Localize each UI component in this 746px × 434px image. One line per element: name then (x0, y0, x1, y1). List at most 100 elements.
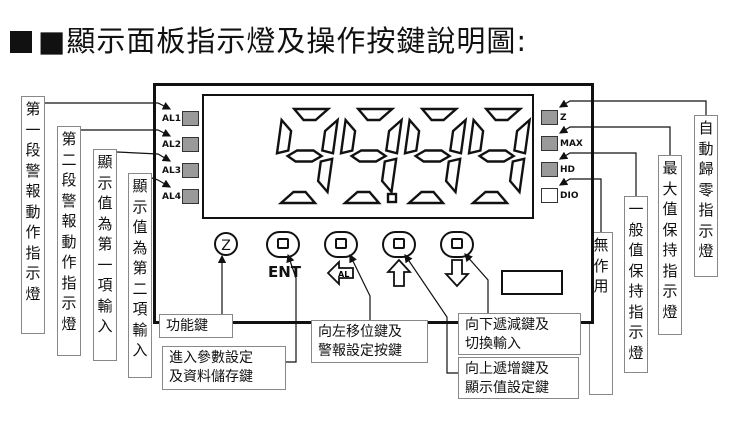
vertical-char: 指 (628, 302, 644, 321)
led-hd (541, 162, 558, 177)
vertical-char: 一 (25, 120, 41, 139)
vertical-char: 值 (628, 241, 644, 259)
vertical-char: 第 (25, 100, 41, 118)
led-al1 (182, 111, 199, 126)
segment-c (380, 157, 398, 195)
segment-d (469, 190, 510, 205)
segment-c (316, 157, 334, 195)
right-label-hd: 一般值保持指示燈 (624, 196, 648, 373)
vertical-char: 入 (132, 341, 148, 359)
vertical-char: 作 (25, 223, 41, 241)
enter-button[interactable] (266, 231, 300, 258)
callout-text: 警報設定按鍵 (318, 343, 402, 359)
right-label-max: 最大值保持指示燈 (658, 155, 682, 335)
vertical-char: 持 (628, 282, 644, 300)
callout-text: 及資料儲存鍵 (169, 369, 253, 385)
button-key-icon (335, 238, 347, 249)
segment-f (339, 117, 357, 155)
up-arrow-icon (386, 258, 412, 287)
vertical-char: 段 (61, 171, 77, 189)
vertical-char: 保 (628, 261, 644, 280)
vertical-char: 保 (662, 220, 678, 239)
vertical-char: 作 (61, 253, 77, 271)
segment-a (419, 107, 460, 122)
vertical-char: 第 (97, 235, 113, 253)
button-key-icon (277, 238, 289, 249)
vertical-char: 二 (61, 150, 77, 169)
vertical-char: 持 (662, 241, 678, 259)
vertical-char: 值 (662, 200, 678, 218)
vertical-char: 指 (25, 243, 41, 262)
vertical-char: 示 (628, 323, 644, 341)
segment-c (444, 157, 462, 195)
diagram-title: ■顯示面板指示燈及操作按鍵說明圖: (10, 18, 527, 60)
vertical-char: 燈 (662, 302, 678, 321)
button-key-icon (393, 238, 405, 249)
display-digits (275, 107, 532, 205)
callout-down: 向下遞減鍵及切換輸入 (458, 313, 581, 355)
vertical-char: 燈 (25, 284, 41, 303)
segment-g (413, 149, 452, 163)
led-z (541, 110, 558, 125)
vertical-char: 輸 (132, 320, 148, 339)
down-arrow-icon (444, 259, 470, 288)
indicator-label-al4: AL4 (162, 192, 181, 202)
indicator-label-dio: DIO (560, 191, 579, 201)
vertical-char: 示 (25, 264, 41, 282)
front-panel: AL1 AL2 AL3 AL4 Z MAX HD DIO Z ENT AL (153, 83, 594, 324)
vertical-char: 第 (61, 130, 77, 148)
vertical-char: 值 (132, 218, 148, 236)
vertical-char: 示 (662, 282, 678, 300)
vertical-char: 段 (25, 141, 41, 159)
vertical-char: 為 (97, 214, 113, 233)
segment-g (349, 149, 388, 163)
segment-a (483, 107, 524, 122)
al-icon-label: AL (338, 270, 349, 279)
vertical-char: 作 (593, 256, 609, 275)
callout-text: 向下遞減鍵及 (465, 317, 549, 333)
vertical-char: 大 (662, 179, 678, 198)
left-label-input1: 顯示值為第一項輸入 (93, 149, 117, 361)
vertical-char: 報 (25, 182, 41, 200)
indicator-label-hd: HD (560, 165, 576, 175)
vertical-char: 項 (97, 276, 113, 294)
callout-enter: 進入參數設定及資料儲存鍵 (162, 346, 286, 390)
segment-c (508, 157, 526, 195)
segment-g (285, 149, 324, 163)
led-dio (541, 188, 558, 203)
vertical-char: 燈 (628, 343, 644, 362)
vertical-char: 動 (61, 232, 77, 251)
vertical-char: 無 (593, 236, 609, 254)
segment-f (275, 117, 293, 155)
vertical-char: 自 (698, 119, 714, 137)
left-arrow-al-icon: AL (326, 260, 354, 286)
vertical-char: 第 (132, 259, 148, 277)
up-button[interactable] (382, 231, 416, 258)
vertical-char: 零 (698, 180, 714, 199)
callout-text: 向左移位鍵及 (318, 324, 402, 340)
vertical-char: 燈 (61, 314, 77, 333)
led-max (541, 136, 558, 151)
left-shift-button[interactable] (324, 231, 358, 258)
callout-text: 切換輸入 (465, 336, 521, 352)
right-label-z: 自動歸零指示燈 (694, 115, 718, 277)
vertical-char: 顯 (97, 153, 113, 171)
segment-d (405, 190, 446, 205)
decimal-point (386, 192, 398, 204)
segment-d (277, 190, 318, 205)
vertical-char: 指 (662, 261, 678, 280)
left-label-input2: 顯示值為第二項輸入 (128, 173, 152, 378)
vertical-char: 示 (97, 173, 113, 192)
callout-up: 向上遞增鍵及顯示值設定鍵 (458, 357, 579, 399)
indicator-label-al2: AL2 (162, 140, 181, 150)
vertical-char: 項 (132, 300, 148, 318)
callout-text: 向上遞增鍵及 (465, 361, 549, 377)
vertical-char: 用 (593, 277, 609, 295)
segment-d (341, 190, 382, 205)
segment-b (384, 116, 404, 155)
vertical-char: 一 (97, 255, 113, 274)
vertical-char: 為 (132, 238, 148, 257)
vertical-char: 顯 (132, 177, 148, 195)
segment-f (403, 117, 421, 155)
vertical-char: 動 (698, 139, 714, 158)
